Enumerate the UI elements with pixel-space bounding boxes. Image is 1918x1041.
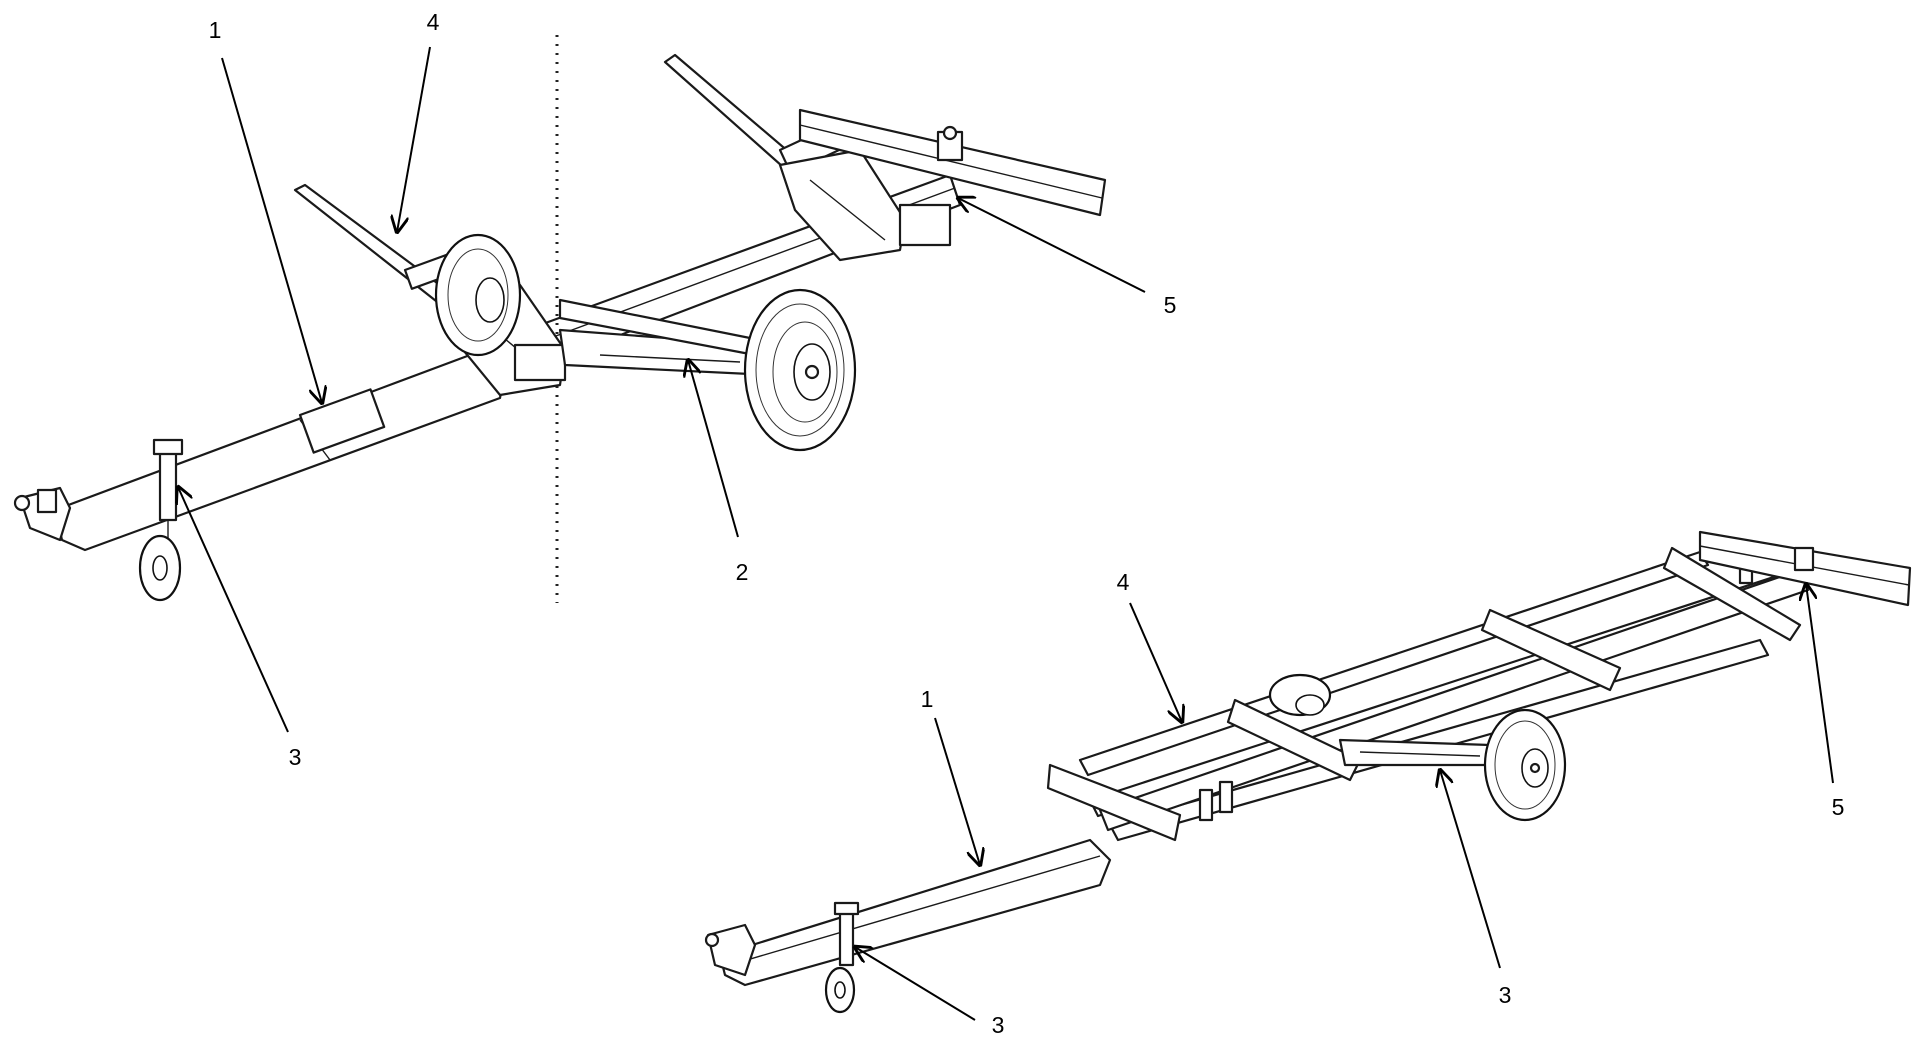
leader-top-1 [221,57,322,403]
callout-leaders [178,46,1834,1021]
leader-bottom-4 [1129,602,1182,722]
callout-top-1: 1 [209,17,222,43]
callout-top-2: 2 [736,559,749,585]
leader-bottom-1 [934,717,980,865]
leader-top-3 [178,487,289,733]
leader-top-2 [688,360,739,538]
callout-bottom-3-left: 3 [992,1012,1005,1038]
leader-bottom-3-right [1440,770,1501,969]
callout-top-5: 5 [1164,292,1177,318]
callout-bottom-3-right: 3 [1499,982,1512,1008]
bottom-trailer-drawing [704,530,1912,1014]
leader-bottom-3-left [855,947,976,1021]
callout-bottom-5: 5 [1832,794,1845,820]
leader-top-4 [397,46,431,232]
callout-bottom-1: 1 [921,686,934,712]
callout-top-4: 4 [427,9,440,35]
callout-numbers: 1 4 5 2 3 4 1 5 3 3 [209,9,1845,1038]
leader-top-5 [958,198,1146,293]
callout-top-3: 3 [289,744,302,770]
callout-bottom-4: 4 [1117,569,1130,595]
leader-bottom-5 [1806,584,1834,784]
top-trailer-drawing [13,35,1107,603]
